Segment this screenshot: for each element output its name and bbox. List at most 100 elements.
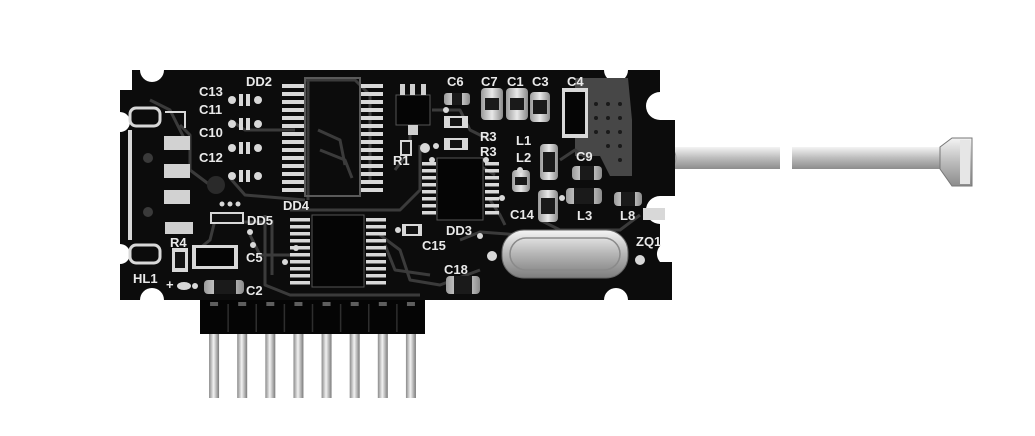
chip-pin: [282, 108, 304, 112]
cap-c15: [395, 224, 422, 236]
chip-pin: [366, 239, 386, 243]
chip-pin: [366, 274, 386, 278]
chip-pin: [361, 148, 383, 152]
cap-c9: [572, 166, 602, 180]
chip-pin: [290, 260, 310, 264]
label-c1: C1: [507, 74, 524, 89]
label-r1: R1: [393, 153, 410, 168]
cap-c1: [506, 88, 528, 120]
chip-pin: [485, 183, 499, 187]
mounting-slot-top: [128, 106, 162, 128]
left-pads: [128, 106, 225, 265]
cap-c18: [446, 276, 480, 294]
dd2-pins-left: [282, 84, 304, 192]
chip-pin: [282, 164, 304, 168]
label-dd3: DD3: [446, 223, 472, 238]
label-c15: C15: [422, 238, 446, 253]
mounting-slot-bottom: [128, 243, 162, 265]
chip-pin: [361, 188, 383, 192]
pcb-traces: [149, 78, 641, 297]
antenna-rod-right: [792, 147, 942, 169]
header-pin: [405, 330, 416, 398]
chip-pin: [366, 232, 386, 236]
label-dd5: DD5: [247, 213, 273, 228]
chip-pin: [366, 218, 386, 222]
antenna-tip-face: [960, 140, 970, 184]
chip-pin: [485, 211, 499, 215]
chip-pin: [282, 132, 304, 136]
chip-pin: [282, 180, 304, 184]
label-c7: C7: [481, 74, 498, 89]
label-c18: C18: [444, 262, 468, 277]
cap-c6: [444, 93, 470, 105]
chip-pin: [282, 148, 304, 152]
label-zq1: ZQ1: [636, 234, 661, 249]
dd3-pins-left: [422, 162, 436, 215]
cap-c3: [530, 92, 550, 122]
chip-pin: [290, 218, 310, 222]
chip-pin: [422, 211, 436, 215]
chip-pin: [422, 197, 436, 201]
cap-c14: [538, 190, 558, 222]
header-pins: [209, 330, 416, 398]
chip-pin: [282, 140, 304, 144]
label-r4: R4: [170, 235, 187, 250]
antenna-rod-left: [668, 147, 780, 169]
label-hl1: HL1: [133, 271, 158, 286]
cap-c11: [228, 118, 262, 130]
label-l2: L2: [516, 150, 531, 165]
label-l8: L8: [620, 208, 635, 223]
chip-pin: [290, 274, 310, 278]
header-pin: [265, 330, 276, 398]
inductor-l2: [540, 144, 558, 180]
chip-dd4: [290, 214, 386, 288]
label-dd4: DD4: [283, 198, 310, 213]
dd3-body: [436, 157, 484, 221]
resistor-r1: [400, 140, 430, 156]
led-pad-1: [164, 136, 190, 150]
chip-pin: [366, 281, 386, 285]
smd-components: [172, 88, 665, 294]
label-l3: L3: [577, 208, 592, 223]
label-c11: C11: [199, 102, 222, 117]
header-pin-top: [238, 302, 247, 306]
header-pin: [377, 330, 388, 398]
silkscreen-labels: DD2 C13 C11 C10 C12 C6 C7 C1 C3 C4 R3 R3…: [133, 74, 661, 298]
label-c3: C3: [532, 74, 549, 89]
chip-pin: [290, 246, 310, 250]
pin-header: [200, 300, 425, 398]
chip-pin: [361, 108, 383, 112]
chip-pin: [422, 162, 436, 166]
chip-pin: [485, 176, 499, 180]
dd3-pins-right: [485, 162, 499, 215]
r4-pad: [165, 222, 193, 234]
label-plus: +: [166, 277, 174, 292]
label-c4: C4: [567, 74, 584, 89]
chip-pin: [366, 225, 386, 229]
label-c5: C5: [246, 250, 263, 265]
header-pin-top: [350, 302, 359, 306]
chip-pin: [422, 169, 436, 173]
led-pad-3: [164, 190, 190, 204]
chip-dd2: [282, 77, 383, 197]
cap-c10: [228, 142, 262, 154]
dd4-body: [311, 214, 365, 288]
dd4-pins-right: [366, 218, 386, 285]
chip-dd3: [422, 157, 499, 221]
cap-c13: [228, 94, 262, 106]
chip-pin: [361, 84, 383, 88]
chip-pin: [361, 180, 383, 184]
chip-pin: [485, 204, 499, 208]
cap-c5: [192, 245, 238, 269]
pad-l8: [643, 208, 665, 220]
chip-pin: [361, 116, 383, 120]
chip-pin: [361, 124, 383, 128]
chip-pin: [361, 132, 383, 136]
chip-pin: [366, 267, 386, 271]
ground-plane-vias: [594, 102, 622, 162]
rf-ground-plane: [575, 78, 632, 176]
chip-pin: [282, 156, 304, 160]
chip-pin: [282, 172, 304, 176]
dd2-outline: [304, 77, 361, 197]
chip-pin: [366, 253, 386, 257]
